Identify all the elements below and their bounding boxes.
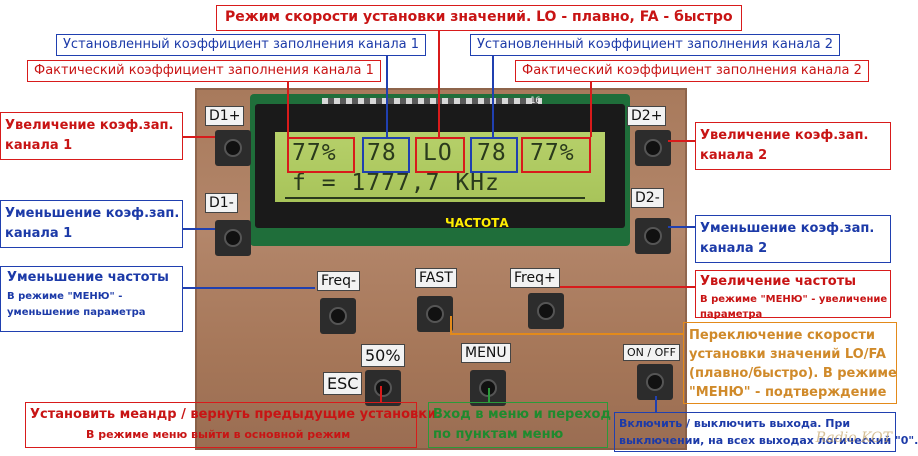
menu-label: MENU [461,343,511,363]
speed-mode-label: Режим скорости установки значений. LO - … [216,5,742,31]
d1-plus-button[interactable] [215,130,251,166]
actual-ch2-connector-v [590,82,592,137]
increase-ch1-label: Увеличение коэф.зап. канала 1 [0,112,183,160]
speed-mode-connector [438,31,440,137]
onoff-button[interactable] [637,364,673,400]
increase-ch2-label: Увеличение коэф.зап. канала 2 [695,122,891,170]
decrease-ch1-connector [183,228,215,230]
d1-minus-label: D1- [205,193,238,213]
set-ch1-highlight [362,137,410,173]
board-photo: 16 77% 78 LO 78 77% f = 1777,7 KHz D1+ D… [195,88,687,450]
pin-header [322,98,542,108]
onoff-label-box: Включить / выключить выхода. При выключе… [614,412,918,452]
decrease-freq-label: Уменьшение частоты В режиме "МЕНЮ" - уме… [0,266,183,332]
actual-ch2-highlight [521,137,591,173]
lcd-actual-ch1: 77% [292,140,337,166]
fast-toggle-connector-v [450,316,452,334]
watermark: Radio KOT [815,430,892,446]
decrease-ch1-label: Уменьшение коэф.зап. канала 1 [0,200,183,248]
fast-toggle-connector [450,333,683,335]
fast-button[interactable] [417,296,453,332]
decrease-ch2-label: Уменьшение коэф.зап. канала 2 [695,215,891,263]
d1-minus-button[interactable] [215,220,251,256]
fast-toggle-label: Переключение скорости установки значений… [683,322,897,404]
set-ch1-connector [386,56,388,137]
increase-ch2-connector [668,140,695,142]
onoff-connector [655,396,657,412]
actual-duty-ch2-label: Фактический коэффициент заполнения канал… [515,60,869,82]
menu-label-box: Вход в меню и переход по пунктам меню [428,402,611,448]
d2-minus-label: D2- [631,188,664,208]
lcd-set-ch2: 78 [477,140,507,166]
actual-duty-ch1-label: Фактический коэффициент заполнения канал… [27,60,381,82]
esc-label: ESC [323,372,363,395]
mode-highlight [415,137,465,173]
decrease-freq-connector [183,287,315,289]
esc-button[interactable] [365,370,401,406]
d2-plus-label: D2+ [627,106,667,126]
lcd-actual-ch2: 77% [530,140,575,166]
lcd-set-ch1: 78 [367,140,397,166]
onoff-label: ON / OFF [623,344,680,361]
esc-label-box: Установить меандр / вернуть предыдущие у… [25,402,441,448]
d1-plus-label: D1+ [205,106,245,126]
set-ch2-highlight [470,137,518,173]
menu-connector [488,388,490,402]
lcd-frequency: f = 1777,7 KHz [292,170,500,196]
set-ch2-connector [492,56,494,137]
esc-connector [380,386,382,402]
pin-number: 16 [530,96,541,106]
lcd-underline [285,197,585,199]
board-edge [195,88,687,450]
actual-ch1-highlight [287,137,355,173]
frequency-label: ЧАСТОТА [445,216,509,230]
fifty-percent-label: 50% [361,344,405,367]
freq-plus-label: Freq+ [510,268,560,288]
d2-minus-button[interactable] [635,218,671,254]
set-duty-ch1-label: Установленный коэффициент заполнения кан… [56,34,426,56]
lcd-screen [275,132,605,202]
set-duty-ch2-label: Установленный коэффициент заполнения кан… [470,34,840,56]
freq-plus-button[interactable] [528,293,564,329]
decrease-ch2-connector [668,226,695,228]
freq-minus-label: Freq- [317,271,361,291]
increase-freq-connector [560,286,695,288]
lcd-mode: LO [423,140,453,166]
increase-freq-label: Увеличение частоты В режиме "МЕНЮ" - уве… [695,270,891,320]
actual-ch1-connector-v [287,82,289,137]
freq-minus-button[interactable] [320,298,356,334]
d2-plus-button[interactable] [635,130,671,166]
increase-ch1-connector [183,136,215,138]
fast-label: FAST [415,268,457,288]
